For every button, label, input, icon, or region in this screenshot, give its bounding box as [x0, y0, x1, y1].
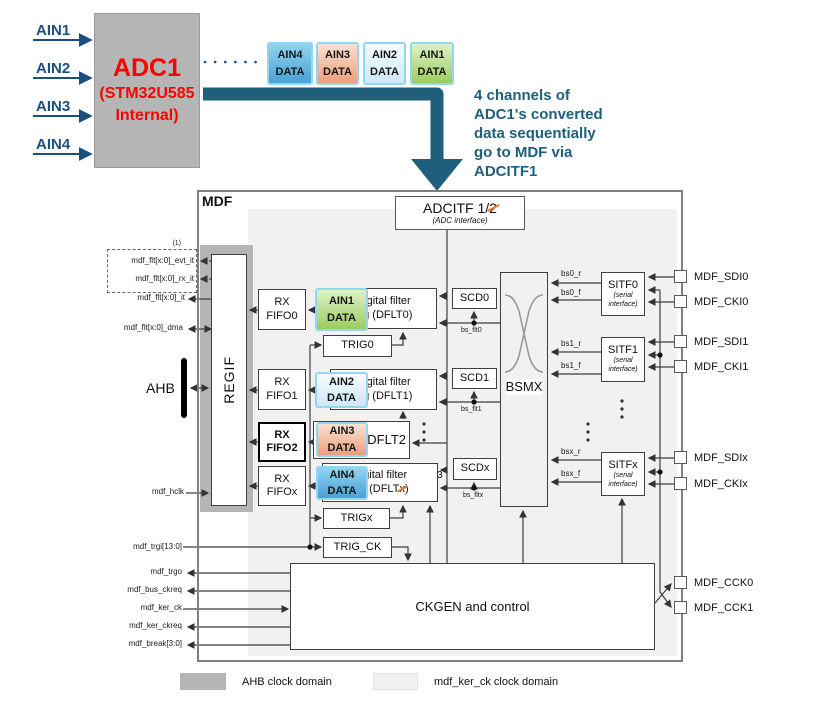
ckgen-block: CKGEN and control	[290, 563, 655, 650]
interrupt-dashed-box	[107, 249, 197, 293]
mdf-internal-lines	[183, 230, 674, 649]
adc-input-label: AIN1	[36, 22, 71, 39]
scd1-block: SCD1	[452, 368, 497, 389]
bs0-f-label: bs0_f	[561, 288, 581, 297]
signal-break: mdf_break[3:0]	[128, 639, 182, 648]
legend-swatch-ker	[373, 673, 418, 690]
pin-label-sdi1: MDF_SDI1	[694, 336, 749, 348]
pin-label-cki0: MDF_CKI0	[694, 296, 749, 308]
dfltx-superscript: 3	[437, 470, 443, 481]
bs-flt0-label: bs_flt0	[461, 327, 482, 334]
ahb-bus-bar	[181, 358, 187, 418]
sitf0-block: SITF0 (serial interface)	[601, 272, 645, 316]
mdf-outer-box	[197, 190, 683, 662]
ahb-label: AHB	[146, 380, 175, 396]
adcitf-block: ADCITF 1/2 (ADC interface)	[395, 196, 525, 230]
annotation-text: 4 channels of ADC1's converted data sequ…	[474, 87, 603, 180]
signal-rx-it: mdf_flt[x:0]_rx_it	[135, 274, 194, 283]
signal-evt-it: mdf_flt[x:0]_evt_it	[131, 256, 194, 265]
trig-ck-block: TRIG_CK	[323, 537, 392, 558]
pin-label-cki1: MDF_CKI1	[694, 361, 749, 373]
trigx-block: TRIGx	[323, 508, 390, 529]
bs-flt1-label: bs_flt1	[461, 406, 482, 413]
pin-label-sdi0: MDF_SDI0	[694, 271, 749, 283]
pin-label-ckix: MDF_CKIx	[694, 478, 748, 490]
bs1-r-label: bs1_r	[561, 339, 582, 348]
legend-label-ker: mdf_ker_ck clock domain	[434, 676, 559, 688]
pin-pad-cck1	[674, 601, 687, 614]
signal-trgi: mdf_trgi[13:0]	[133, 542, 182, 551]
scdx-block: SCDx	[453, 458, 497, 480]
adc-input-label: AIN2	[36, 60, 71, 77]
adc-input-label: AIN4	[36, 136, 71, 153]
adc-input-label: AIN3	[36, 98, 71, 115]
scd0-block: SCD0	[452, 288, 497, 309]
adc1-title: ADC1	[112, 54, 182, 83]
regif-block: REGIF	[211, 254, 247, 506]
pin-pad-cck0	[674, 576, 687, 589]
adc-to-mdf-arrow	[203, 87, 463, 191]
pin-pad-sdi1	[674, 335, 687, 348]
sitf1-block: SITF1 (serial interface)	[601, 337, 645, 382]
signal-ker-ck: mdf_ker_ck	[140, 603, 182, 612]
bsmx-block: BSMX	[500, 272, 548, 507]
adc-input-arrows	[33, 33, 93, 161]
bsx-f-label: bsx_f	[561, 469, 581, 478]
bsx-r-label: bsx_r	[561, 447, 581, 456]
bs1-f-label: bs1_f	[561, 361, 581, 370]
struck-2: 2	[489, 199, 497, 216]
note-1: (1)	[172, 240, 181, 247]
pin-pad-cki1	[674, 360, 687, 373]
trig0-block: TRIG0	[323, 335, 392, 357]
signal-hclk: mdf_hclk	[151, 487, 184, 496]
signal-trgo: mdf_trgo	[150, 567, 182, 576]
pin-pad-sdi0	[674, 270, 687, 283]
mdf-title: MDF	[202, 193, 233, 209]
pin-label-sdix: MDF_SDIx	[694, 452, 748, 464]
signal-bus-ckreq: mdf_bus_ckreq	[127, 585, 182, 594]
pin-label-cck0: MDF_CCK0	[694, 577, 754, 589]
sitfx-block: SITFx (serial interface)	[601, 452, 645, 496]
bs0-r-label: bs0_r	[561, 269, 582, 278]
pin-pad-cki0	[674, 295, 687, 308]
signal-flt-dma: mdf_flt[x:0]_dma	[123, 323, 183, 332]
crossbar-icon	[504, 294, 544, 373]
bs-fltx-label: bs_fltx	[463, 492, 484, 499]
pin-pad-ckix	[674, 477, 687, 490]
ellipsis-dots	[422, 399, 624, 442]
struck-x: x	[399, 482, 405, 495]
pin-pad-sdix	[674, 451, 687, 464]
legend-label-ahb: AHB clock domain	[242, 676, 332, 688]
signal-ker-ckreq: mdf_ker_ckreq	[129, 621, 182, 630]
signal-flt-it: mdf_flt[x:0]_it	[137, 293, 185, 302]
legend-swatch-ahb	[180, 673, 226, 690]
pin-label-cck1: MDF_CCK1	[694, 602, 754, 614]
junction-dots	[307, 320, 663, 550]
